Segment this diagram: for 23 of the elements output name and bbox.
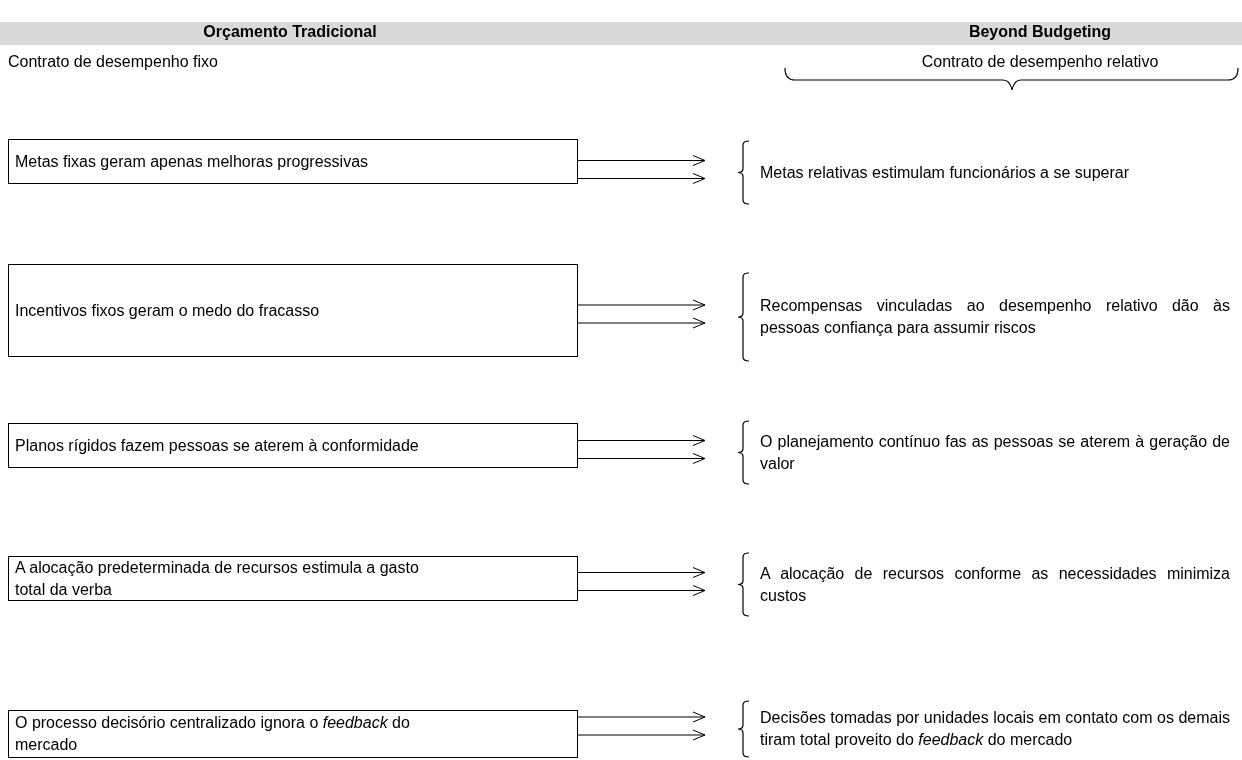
text-box: A alocação predeterminada de recursos estimula a gasto total da verba	[8, 556, 578, 601]
arrow	[577, 729, 706, 741]
arrow	[577, 155, 706, 166]
text-box: Planos rígidos fazem pessoas se aterem à conformidade	[8, 423, 578, 468]
bracketed-text: Decisões tomadas por unidades locais em contato com os demais tiram total proveito do feedback do mercado	[705, 700, 1235, 758]
arrow	[577, 317, 706, 329]
column-heading: Beyond Budgeting	[968, 23, 1112, 41]
text-box: O processo decisório centralizado ignora o feedback do mercado	[8, 710, 578, 758]
arrow	[577, 435, 706, 446]
arrow	[577, 585, 706, 596]
text-box: Metas fixas geram apenas melhoras progressivas	[8, 139, 578, 184]
bracketed-text: Metas relativas estimulam funcionários a se superar	[705, 140, 1235, 205]
arrow	[577, 711, 706, 723]
bracketed-text: O planejamento contínuo fas as pessoas se aterem à geração de valor	[705, 420, 1235, 485]
text-box: Incentivos fixos geram o medo do fracasso	[8, 264, 578, 357]
bracketed-text: A alocação de recursos conforme as necessidades minimiza custos	[705, 552, 1235, 617]
arrow	[577, 567, 706, 578]
column-heading: Orçamento Tradicional	[203, 23, 377, 41]
arrow	[577, 453, 706, 464]
header-bar	[0, 22, 1242, 45]
bracketed-text: Recompensas vinculadas ao desempenho relativo dão às pessoas confiança para assumir riscos	[705, 272, 1235, 362]
arrow	[577, 299, 706, 311]
arrow	[577, 173, 706, 184]
